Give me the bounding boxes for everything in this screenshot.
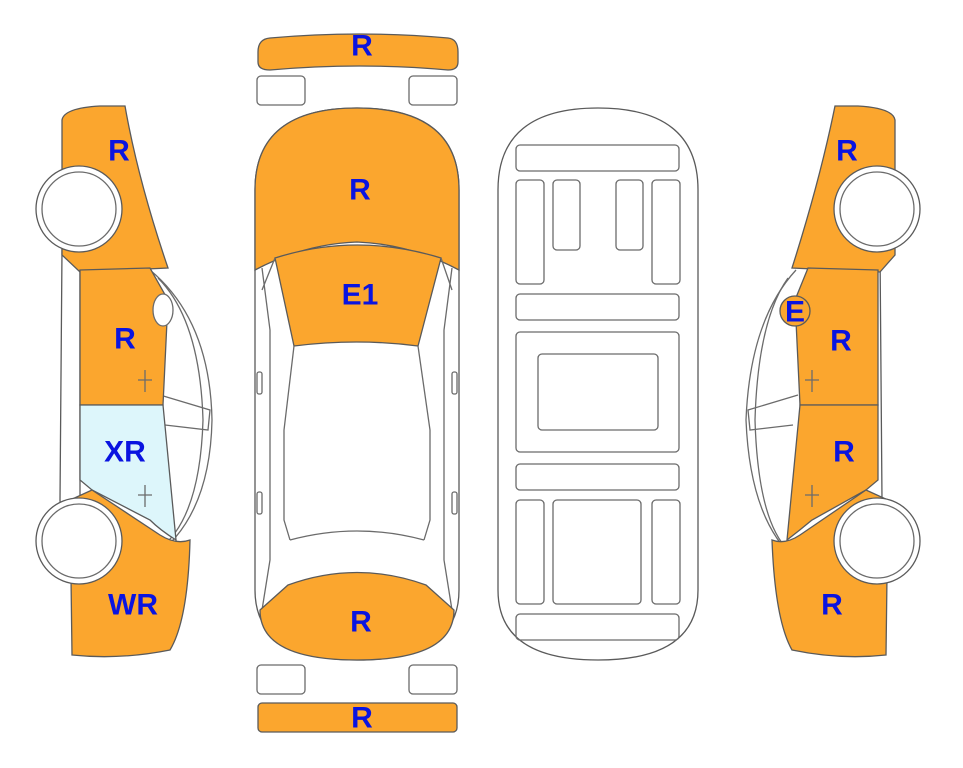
trunk-label: R: [350, 606, 372, 639]
right-front-door-label: R: [830, 325, 852, 358]
rear-left-lamp: [256, 664, 306, 695]
front-left-lamp: [256, 75, 306, 106]
trunk-panel[interactable]: [259, 571, 455, 661]
left-rear-door-glass-label: XR: [104, 436, 146, 469]
top-view: [254, 33, 460, 733]
front-bumper-panel[interactable]: [257, 33, 459, 71]
left-front-door-panel[interactable]: [79, 267, 169, 406]
left-front-fender-label: R: [108, 135, 130, 168]
hood-label: R: [349, 174, 371, 207]
right-mirror-panel[interactable]: [779, 295, 811, 327]
hood-panel[interactable]: [254, 107, 460, 272]
left-side-view: [35, 105, 213, 658]
right-front-fender-label: R: [836, 135, 858, 168]
right-rear-wheel: [833, 497, 921, 585]
underside-view: [497, 107, 699, 661]
left-rear-quarter-label: WR: [108, 589, 158, 622]
right-side-view: [745, 105, 921, 658]
rear-bumper-label: R: [351, 702, 373, 735]
front-bumper-label: R: [351, 30, 373, 63]
rear-right-lamp: [408, 664, 458, 695]
right-rear-quarter-label: R: [821, 589, 843, 622]
right-front-wheel: [833, 165, 921, 253]
right-mirror-label: E: [785, 296, 805, 329]
rear-bumper-panel[interactable]: [257, 702, 458, 733]
damage-labels: R R E1 R R R R XR WR R E R R R: [104, 30, 858, 735]
front-right-lamp: [408, 75, 458, 106]
right-rear-door-label: R: [833, 436, 855, 469]
left-front-wheel: [35, 165, 123, 253]
windshield-label: E1: [342, 279, 379, 312]
right-front-door-panel[interactable]: [794, 267, 879, 406]
right-rear-door-panel[interactable]: [786, 404, 879, 542]
left-rear-door-glass-panel[interactable]: [79, 404, 177, 542]
left-rear-wheel: [35, 497, 123, 585]
left-front-door-label: R: [114, 323, 136, 356]
